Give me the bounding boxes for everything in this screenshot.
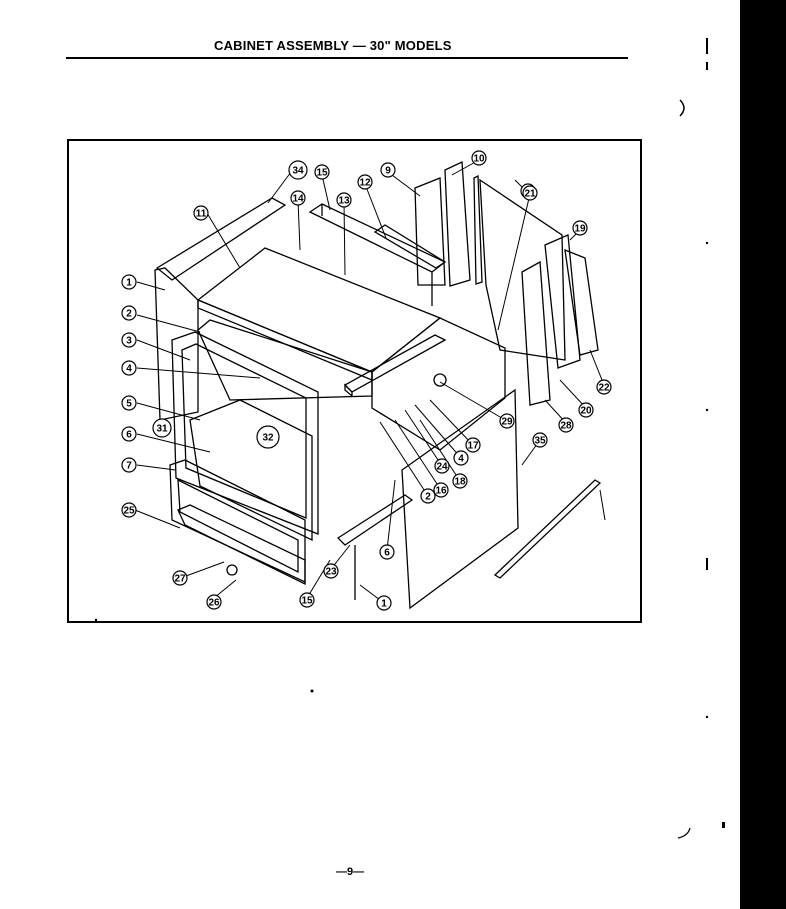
callout-number: 1 — [126, 278, 132, 289]
callout-number: 32 — [262, 433, 274, 444]
callout-circle — [434, 458, 450, 474]
callout-number: 23 — [325, 567, 337, 578]
callout-circle — [465, 437, 481, 453]
page-number: —9— — [336, 866, 365, 878]
callout-number: 4 — [458, 454, 464, 465]
callout-circle — [121, 426, 137, 442]
callout-circle — [290, 190, 306, 206]
callout-number: 20 — [580, 406, 592, 417]
callout-circle — [206, 594, 222, 610]
callout-circle — [323, 563, 339, 579]
top-panel — [196, 247, 442, 373]
side-rail-35 — [493, 479, 602, 579]
callout-number: 1 — [381, 599, 387, 610]
callout-number: 22 — [598, 383, 610, 394]
right-post-22 — [564, 248, 599, 356]
callout-circle — [299, 592, 315, 608]
callout-circle — [596, 379, 612, 395]
callout-circle — [121, 332, 137, 348]
callout-circle — [558, 417, 574, 433]
callout-circle — [314, 164, 330, 180]
callout-circle — [121, 274, 137, 290]
left-rail-34 — [155, 197, 287, 281]
right-post-9 — [521, 260, 551, 406]
callout-circle — [121, 457, 137, 473]
callout-number: 12 — [359, 178, 371, 189]
callout-circle — [420, 488, 436, 504]
callout-number: 7 — [126, 461, 132, 472]
callout-circle — [288, 160, 308, 180]
title-underline — [66, 57, 628, 59]
callout-number: 5 — [126, 399, 132, 410]
callout-number: 31 — [156, 424, 168, 435]
callout-number: 21 — [524, 189, 536, 200]
callout-number: 28 — [560, 421, 572, 432]
callout-number: 18 — [454, 477, 466, 488]
scan-specks — [94, 38, 725, 839]
callout-number: 16 — [435, 486, 447, 497]
right-side-panel — [401, 388, 519, 610]
shelf-rail — [343, 334, 447, 393]
rear-post-10 — [444, 161, 471, 287]
callout-circle — [380, 162, 396, 178]
callout-number: 34 — [292, 166, 304, 177]
callout-number: 3 — [126, 336, 132, 347]
callout-circle — [532, 432, 548, 448]
callout-circle — [357, 174, 373, 190]
callout-circle — [471, 150, 487, 166]
front-frame — [171, 331, 319, 535]
oven-box-right — [371, 317, 506, 451]
callout-circle — [256, 425, 280, 449]
callout-number: 10 — [473, 154, 485, 165]
callout-circle — [121, 502, 137, 518]
callout-number: 26 — [208, 598, 220, 609]
callout-number: 14 — [292, 194, 304, 205]
callout-circle — [336, 192, 352, 208]
callout-number: 29 — [501, 417, 513, 428]
scan-edge-bar — [740, 0, 786, 909]
callout-circle — [453, 450, 469, 466]
callout-number: 19 — [574, 224, 586, 235]
callout-number: 13 — [338, 196, 350, 207]
callout-circle — [578, 402, 594, 418]
callout-circle — [376, 595, 392, 611]
page-title: CABINET ASSEMBLY — 30" MODELS — [214, 38, 452, 53]
rear-back-panel — [479, 178, 566, 361]
callout-circle — [121, 395, 137, 411]
callout-circle — [452, 473, 468, 489]
callout-circle — [499, 413, 515, 429]
callout-circle — [152, 418, 172, 438]
broiler-front — [169, 459, 306, 584]
callout-circle — [121, 360, 137, 376]
right-post-19 — [544, 234, 581, 369]
callout-number: 25 — [123, 506, 135, 517]
callout-group: 3411123453163272527261415131291082119222… — [121, 150, 612, 611]
callout-number: 6 — [384, 548, 390, 559]
callout-circle — [121, 305, 137, 321]
callout-number: 11 — [196, 209, 207, 220]
callout-number: 17 — [467, 441, 479, 452]
callout-number: 27 — [174, 574, 186, 585]
callout-circle — [193, 205, 209, 221]
callout-circle — [522, 185, 538, 201]
cabinet-drawing — [154, 161, 602, 610]
callout-number: 15 — [301, 596, 313, 607]
callout-number: 2 — [126, 309, 132, 320]
callout-number: 4 — [126, 364, 132, 375]
callout-circle — [379, 544, 395, 560]
left-side-panel — [154, 267, 199, 421]
rear-post-9 — [414, 177, 446, 286]
callout-circle — [572, 220, 588, 236]
callout-number: 35 — [534, 436, 546, 447]
callout-circle — [172, 570, 188, 586]
callout-number: 6 — [126, 430, 132, 441]
callout-circle — [433, 482, 449, 498]
callout-number: 9 — [385, 166, 391, 177]
callout-number: 15 — [316, 168, 328, 179]
callout-number: 2 — [425, 492, 431, 503]
callout-number: 24 — [436, 462, 448, 473]
diagram-frame — [67, 139, 642, 623]
